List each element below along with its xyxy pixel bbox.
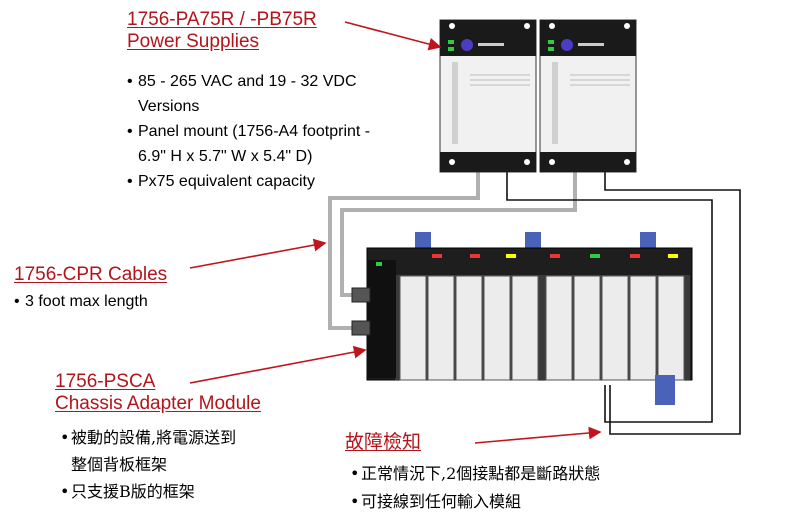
fault-wire-left <box>506 170 713 423</box>
callout-arrows <box>189 21 602 444</box>
status-strip <box>432 254 678 258</box>
fault-title-text: 故障檢知 <box>345 431 422 453</box>
fault-title: 故障檢知 <box>345 431 421 453</box>
adapter-bullet-1: 被動的設備,將電源送到 <box>60 424 236 451</box>
power-supply-unit-1 <box>439 19 537 173</box>
arrow-fault <box>474 426 602 444</box>
adapter-bullet-2: 只支援B版的框架 <box>60 478 236 505</box>
arrow-cables <box>189 238 327 269</box>
adapter-bullets: 被動的設備,將電源送到 整個背板框架 只支援B版的框架 <box>60 424 236 505</box>
cables-title: 1756-CPR Cables <box>14 264 167 286</box>
cables-title-text: 1756-CPR Cables <box>14 264 168 285</box>
cable-connector-top <box>351 287 371 303</box>
io-modules <box>399 275 685 381</box>
power-supply-unit-2 <box>539 19 637 173</box>
power-supply-bullet-1-cont: Versions <box>138 98 200 115</box>
fault-bullet-1: 正常情況下,2個接點都是斷路狀態 <box>350 460 600 488</box>
cable-connector-bottom <box>351 320 371 336</box>
adapter-title-line-2: Chassis Adapter Module <box>55 393 261 414</box>
power-supply-bullet-2: Panel mount (1756-A4 footprint - <box>127 119 370 144</box>
controllogix-chassis <box>351 232 693 405</box>
power-supply-title: 1756-PA75R / -PB75R Power Supplies <box>127 9 317 53</box>
adapter-bullet-1-cont: 整個背板框架 <box>71 455 168 474</box>
power-supply-bullet-2-cont: 6.9" H x 5.7" W x 5.4" D) <box>138 148 313 165</box>
power-supply-bullet-1: 85 - 265 VAC and 19 - 32 VDC <box>127 69 370 94</box>
cpr-cables <box>328 170 577 330</box>
arrow-adapter <box>189 345 367 384</box>
adapter-title-line-1: 1756-PSCA <box>55 371 156 392</box>
fault-bullets: 正常情況下,2個接點都是斷路狀態 可接線到任何輸入模組 <box>350 460 600 516</box>
cpr-cable-left <box>328 170 480 330</box>
power-supply-bullet-3: Px75 equivalent capacity <box>127 169 370 194</box>
cables-bullets: 3 foot max length <box>14 289 148 314</box>
arrow-power-supplies <box>344 21 442 51</box>
power-supply-title-line-1: 1756-PA75R / -PB75R <box>127 9 317 30</box>
power-supply-bullets: 85 - 265 VAC and 19 - 32 VDC Versions Pa… <box>127 69 370 194</box>
cpr-cable-right <box>340 170 577 297</box>
fault-bullet-2: 可接線到任何輸入模組 <box>350 488 600 516</box>
psca-adapter-module <box>368 260 396 378</box>
power-supply-title-line-2: Power Supplies <box>127 31 260 52</box>
fault-wire-right <box>604 170 741 435</box>
fault-wires <box>506 170 741 435</box>
adapter-title: 1756-PSCA Chassis Adapter Module <box>55 371 261 415</box>
cables-bullet-1: 3 foot max length <box>14 289 148 314</box>
